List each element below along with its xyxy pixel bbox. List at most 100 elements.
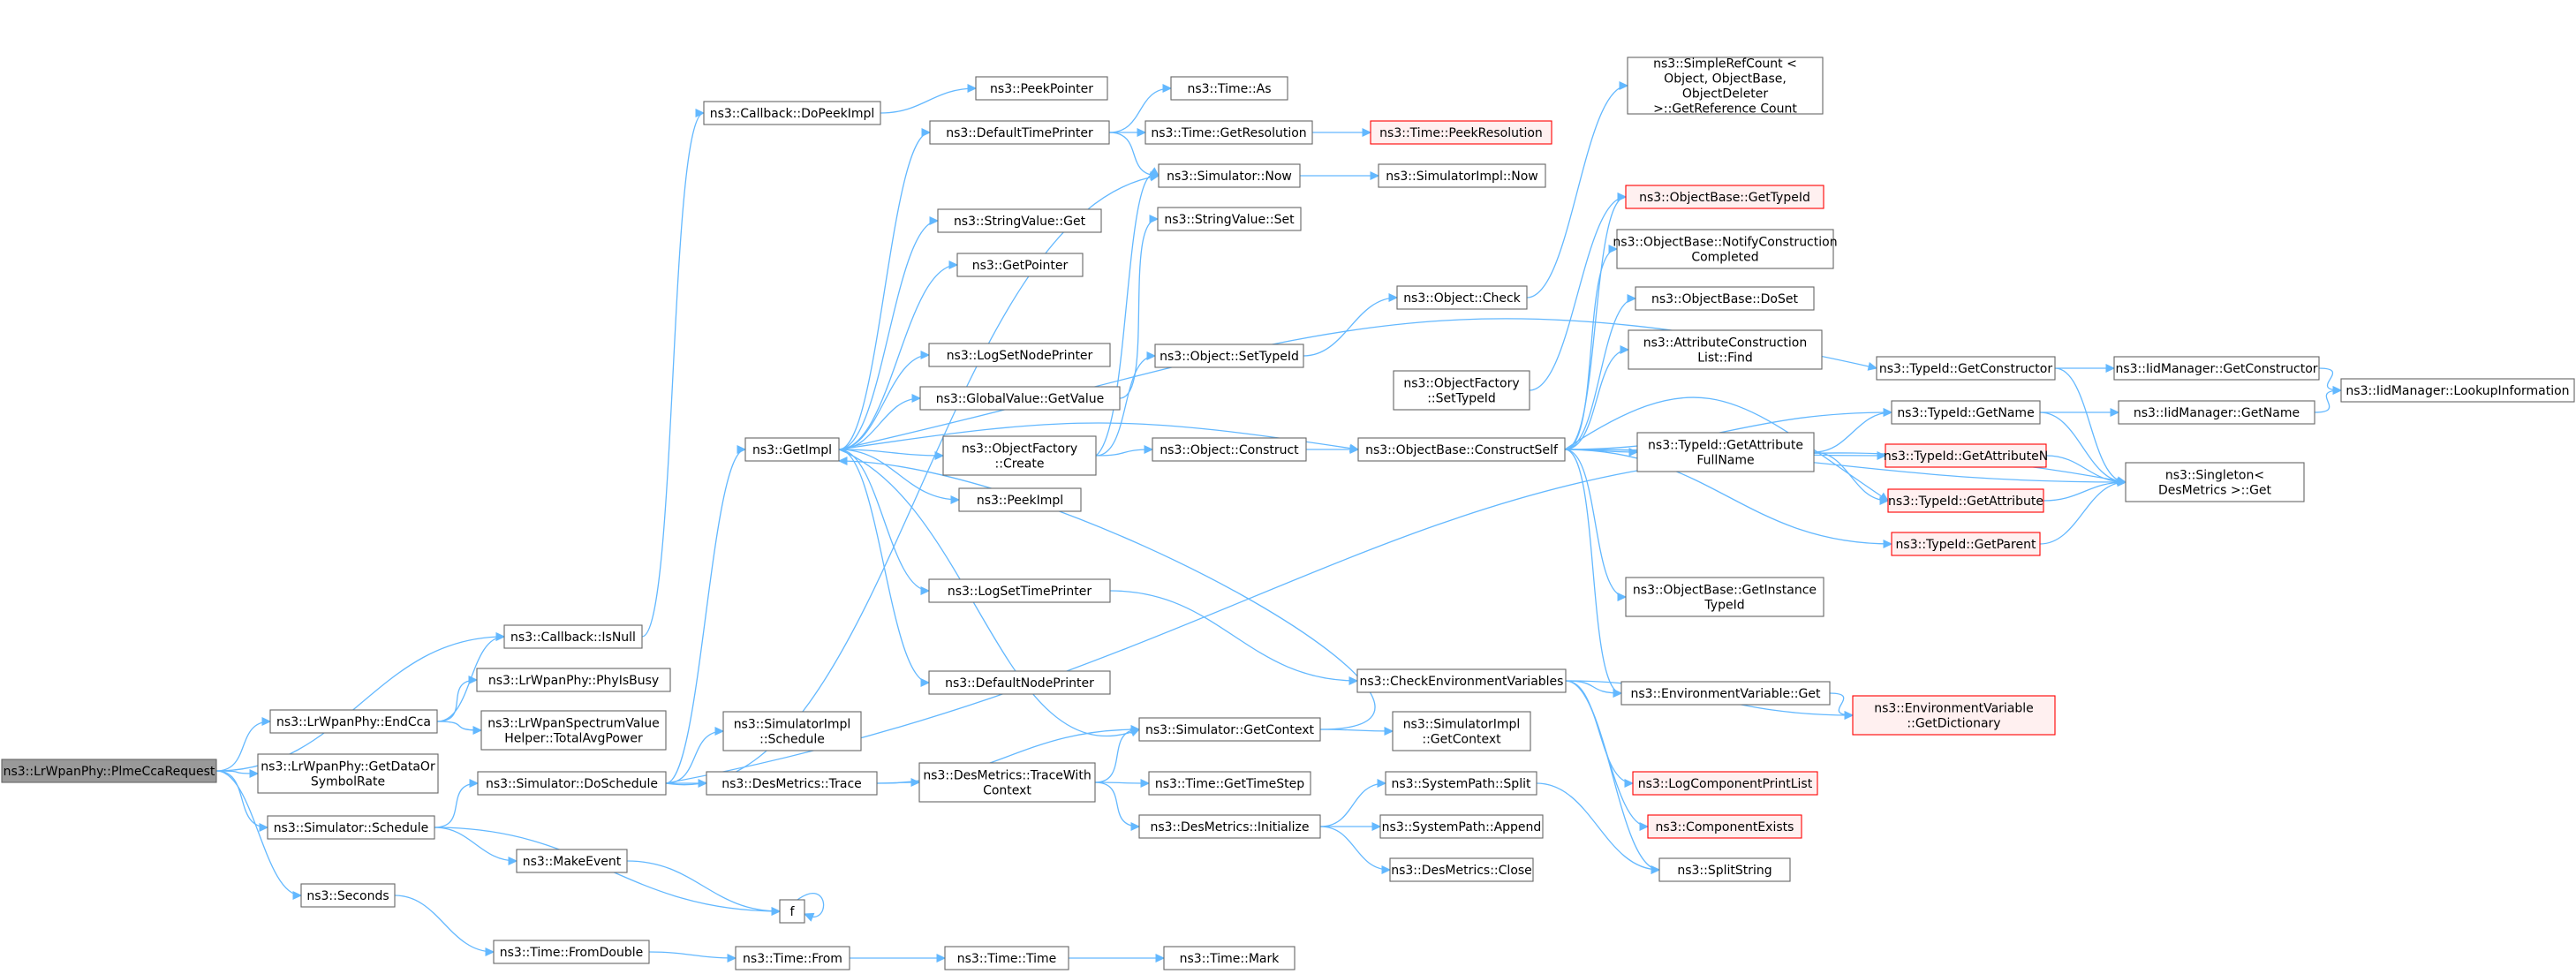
node-logsetnode[interactable]: ns3::LogSetNodePrinter	[928, 343, 1111, 367]
node-label: ns3::Singleton<DesMetrics >::Get	[2158, 469, 2272, 498]
node-label: ns3::Time::Time	[957, 952, 1056, 966]
node-stringset[interactable]: ns3::StringValue::Set	[1157, 207, 1302, 231]
edge-makeevent-to-f	[626, 860, 782, 916]
node-checkenv[interactable]: ns3::CheckEnvironmentVariables	[1356, 668, 1567, 693]
edge-schedule-to-doschedule	[434, 779, 480, 828]
edge-deftimeprinter-to-getres	[1108, 128, 1147, 137]
node-box	[975, 76, 1108, 101]
node-schedule[interactable]: ns3::Simulator::Schedule	[267, 815, 435, 840]
node-simimplsched[interactable]: ns3::SimulatorImpl::Schedule	[722, 711, 862, 751]
node-objfactsettid[interactable]: ns3::ObjectFactory::SetTypeId	[1393, 370, 1530, 411]
node-box	[1647, 814, 1802, 839]
node-peekres[interactable]: ns3::Time::PeekResolution	[1370, 120, 1552, 145]
node-peekpointer[interactable]: ns3::PeekPointer	[975, 76, 1108, 101]
node-getinstancetid[interactable]: ns3::ObjectBase::GetTypeId	[1625, 185, 1824, 209]
node-label: ns3::Time::GetResolution	[1151, 126, 1306, 140]
node-doschedule[interactable]: ns3::Simulator::DoSchedule	[477, 771, 667, 796]
node-desminit[interactable]: ns3::DesMetrics::Initialize	[1138, 814, 1321, 839]
node-f[interactable]: f	[779, 899, 805, 924]
edge-dopeekimpl-to-peekpointer	[880, 84, 978, 114]
node-box	[1632, 771, 1818, 796]
node-endcca[interactable]: ns3::LrWpanPhy::EndCca	[269, 709, 438, 734]
node-physbusy[interactable]: ns3::LrWpanPhy::PhyIsBusy	[476, 668, 671, 692]
node-simplerefcount[interactable]: ns3::SimpleRefCount <Object, ObjectBase,…	[1627, 57, 1824, 117]
edge-timefrom-to-timetime	[850, 954, 947, 963]
node-box	[267, 815, 435, 840]
node-label: ns3::DesMetrics::Initialize	[1150, 820, 1309, 834]
edge-getimpl-to-globalget	[838, 394, 922, 450]
node-timefrom[interactable]: ns3::Time::From	[735, 946, 850, 970]
node-splitstring[interactable]: ns3::SplitString	[1658, 857, 1791, 882]
node-appendpath[interactable]: ns3::SystemPath::Append	[1379, 814, 1544, 839]
node-objsettypeid[interactable]: ns3::Object::SetTypeId	[1154, 344, 1304, 368]
node-timeas[interactable]: ns3::Time::As	[1170, 76, 1288, 101]
edge-isnull-to-dopeekimpl	[641, 109, 706, 638]
node-isnull[interactable]: ns3::Callback::IsNull	[503, 624, 643, 649]
node-getimpl[interactable]: ns3::GetImpl	[744, 437, 840, 462]
node-objconstruct[interactable]: ns3::Object::Construct	[1152, 437, 1307, 462]
node-desmclose[interactable]: ns3::DesMetrics::Close	[1389, 857, 1534, 882]
node-splitpath[interactable]: ns3::SystemPath::Split	[1385, 771, 1537, 796]
node-deftimeprinter[interactable]: ns3::DefaultTimePrinter	[929, 120, 1110, 145]
edge-getimpl-to-logsetnode	[838, 351, 931, 450]
node-getattr[interactable]: ns3::TypeId::GetAttribute	[1887, 488, 2044, 513]
arrowhead	[1639, 822, 1650, 831]
node-box	[1635, 286, 1815, 311]
node-dopeekimpl[interactable]: ns3::Callback::DoPeekImpl	[703, 101, 881, 125]
node-defnodeprinter[interactable]: ns3::DefaultNodePrinter	[928, 670, 1111, 695]
node-getres[interactable]: ns3::Time::GetResolution	[1144, 120, 1313, 145]
edge-getimpl-to-objfactcreate	[838, 449, 945, 460]
arrowhead	[259, 823, 269, 832]
node-box	[1170, 76, 1288, 101]
node-objcheck[interactable]: ns3::Object::Check	[1396, 285, 1528, 310]
node-getattrn[interactable]: ns3::TypeId::GetAttributeN	[1884, 443, 2048, 468]
node-singleton[interactable]: ns3::Singleton<DesMetrics >::Get	[2125, 462, 2305, 502]
arrowhead	[1617, 193, 1628, 201]
node-getdict[interactable]: ns3::EnvironmentVariable::GetDictionary	[1852, 695, 2056, 736]
node-box	[1163, 946, 1296, 970]
node-box	[476, 668, 671, 692]
node-peekimpl[interactable]: ns3::PeekImpl	[958, 487, 1082, 512]
node-compexists[interactable]: ns3::ComponentExists	[1647, 814, 1802, 839]
node-lookupinfo[interactable]: ns3::IidManager::LookupInformation	[2340, 378, 2575, 403]
arrowhead	[1130, 822, 1141, 831]
node-envget[interactable]: ns3::EnvironmentVariable::Get	[1620, 681, 1831, 706]
arrowhead	[920, 351, 931, 359]
node-getpointer[interactable]: ns3::GetPointer	[956, 253, 1084, 277]
node-simimplnow[interactable]: ns3::SimulatorImpl::Now	[1378, 163, 1546, 188]
edge-deftimeprinter-to-timeas	[1108, 84, 1173, 133]
node-makeevent[interactable]: ns3::MakeEvent	[516, 849, 628, 873]
node-box	[1144, 120, 1313, 145]
edge-objfactcreate-to-simnow	[1095, 167, 1160, 457]
node-desmtrace[interactable]: ns3::DesMetrics::Trace	[706, 771, 878, 796]
node-getparent[interactable]: ns3::TypeId::GetParent	[1891, 532, 2041, 556]
node-constructself[interactable]: ns3::ObjectBase::ConstructSelf	[1357, 437, 1566, 462]
node-getconstructor[interactable]: ns3::TypeId::GetConstructor	[1876, 356, 2056, 381]
node-getcontext[interactable]: ns3::Simulator::GetContext	[1138, 717, 1321, 742]
node-globalget[interactable]: ns3::GlobalValue::GetValue	[919, 386, 1121, 411]
node-box	[1636, 432, 1815, 472]
node-logcomplist[interactable]: ns3::LogComponentPrintList	[1632, 771, 1818, 796]
node-plme[interactable]: ns3::LrWpanPhy::PlmeCcaRequest	[1, 759, 217, 783]
node-gettimestep[interactable]: ns3::Time::GetTimeStep	[1148, 771, 1311, 796]
node-seconds[interactable]: ns3::Seconds	[300, 883, 396, 908]
node-getname[interactable]: ns3::TypeId::GetName	[1891, 400, 2041, 425]
node-doset[interactable]: ns3::ObjectBase::DoSet	[1635, 286, 1815, 311]
node-timemark[interactable]: ns3::Time::Mark	[1163, 946, 1296, 970]
node-iidgetctor[interactable]: ns3::IidManager::GetConstructor	[2113, 356, 2320, 381]
node-simnow[interactable]: ns3::Simulator::Now	[1158, 163, 1301, 188]
node-timetime[interactable]: ns3::Time::Time	[944, 946, 1069, 970]
node-objfactcreate[interactable]: ns3::ObjectFactory::Create	[942, 435, 1097, 476]
node-stringget[interactable]: ns3::StringValue::Get	[937, 208, 1102, 233]
node-fromdouble[interactable]: ns3::Time::FromDouble	[493, 940, 650, 964]
node-iidgetname[interactable]: ns3::IidManager::GetName	[2118, 400, 2315, 425]
node-logsettime[interactable]: ns3::LogSetTimePrinter	[928, 578, 1111, 603]
node-simimplctx[interactable]: ns3::SimulatorImpl::GetContext	[1392, 711, 1531, 751]
